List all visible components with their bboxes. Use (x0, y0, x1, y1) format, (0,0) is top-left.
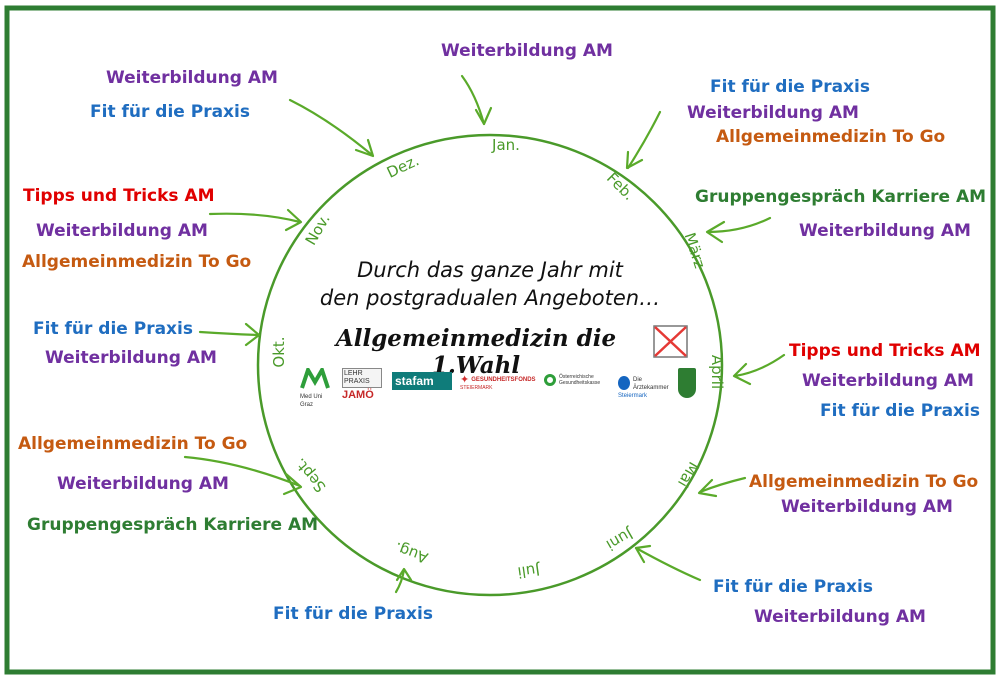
oegk-mark-icon (544, 374, 556, 386)
arrow-jan (460, 74, 486, 126)
gesundheitsfonds-sub: STEIERMARK (460, 385, 493, 391)
sept-item-2: Weiterbildung AM (57, 474, 229, 494)
month-feb: Feb. (603, 169, 638, 204)
month-okt: Okt. (270, 336, 288, 367)
stafam-text: stafam (392, 372, 452, 390)
feb-item-1: Fit für die Praxis (710, 77, 870, 97)
maerz-item-1: Gruppengespräch Karriere AM (695, 187, 987, 207)
month-dez: Dez. (384, 151, 422, 181)
jan-item-1: Weiterbildung AM (441, 41, 613, 61)
outer-frame (4, 5, 996, 675)
ballot-cross-icon (653, 325, 688, 358)
gesundheitsfonds-text: GESUNDHEITSFONDS (471, 377, 536, 383)
lehrpraxis-text: LEHR PRAXIS (342, 368, 382, 388)
sept-item-3: Gruppengespräch Karriere AM (27, 515, 319, 535)
nov-item-2: Weiterbildung AM (36, 221, 208, 241)
april-item-1: Tipps und Tricks AM (789, 341, 981, 361)
month-aug: Aug. (392, 538, 430, 567)
dez-item-2: Fit für die Praxis (90, 102, 250, 122)
arrow-maerz (706, 216, 772, 234)
aek-sub: Steiermark (618, 393, 648, 399)
aug-item-1: Fit für die Praxis (273, 604, 433, 624)
oegk-text: Österreichische Gesundheitskasse (559, 374, 601, 386)
year-ring (256, 133, 724, 597)
april-item-2: Weiterbildung AM (802, 371, 974, 391)
juni-item-1: Fit für die Praxis (713, 577, 873, 597)
arrow-okt (198, 330, 260, 337)
okt-item-1: Fit für die Praxis (33, 319, 193, 339)
steiermark-crest-logo (678, 368, 696, 398)
lehrpraxis-logo: LEHR PRAXIS JAMÖ (342, 368, 382, 402)
arrow-juni (634, 546, 702, 582)
mai-item-2: Weiterbildung AM (781, 497, 953, 517)
juni-item-2: Weiterbildung AM (754, 607, 926, 627)
april-item-3: Fit für die Praxis (820, 401, 980, 421)
month-juli: Juli (516, 560, 542, 581)
month-april: April (708, 355, 726, 389)
gesundheitsfonds-logo: ✦ GESUNDHEITSFONDS STEIERMARK (460, 374, 544, 392)
arrow-dez (288, 98, 374, 157)
meduni-text: Med Uni Graz (300, 394, 323, 408)
aek-text: Die Ärztekammer (633, 377, 669, 391)
arrow-mai (698, 476, 747, 494)
month-maerz: März (681, 230, 709, 270)
arrow-nov (208, 212, 302, 224)
stafam-logo: stafam (392, 372, 452, 390)
red-star-icon: ✦ (460, 374, 470, 386)
feb-item-2: Weiterbildung AM (687, 103, 859, 123)
aek-logo: Die Ärztekammer Steiermark (618, 376, 674, 400)
nov-item-1: Tipps und Tricks AM (23, 186, 215, 206)
okt-item-2: Weiterbildung AM (45, 348, 217, 368)
meduni-mark-icon (300, 365, 330, 389)
sept-item-1: Allgemeinmedizin To Go (18, 434, 248, 454)
arrow-feb (626, 110, 662, 170)
month-jan: Jan. (491, 136, 520, 154)
center-line-2: den postgradualen Angeboten… (319, 286, 661, 310)
arrow-aug (394, 568, 406, 594)
center-slogan: Allgemeinmedizin die 1.Wahl (335, 325, 617, 379)
month-nov: Nov. (302, 211, 334, 248)
oegk-logo: Österreichische Gesundheitskasse (544, 374, 614, 386)
meduni-logo: Med Uni Graz (300, 365, 334, 409)
mai-item-1: Allgemeinmedizin To Go (749, 472, 979, 492)
nov-item-3: Allgemeinmedizin To Go (22, 252, 252, 272)
partner-logos: Med Uni Graz LEHR PRAXIS JAMÖ stafam ✦ G… (298, 365, 698, 408)
month-juni: Juni (603, 524, 637, 554)
arrow-april (733, 353, 786, 378)
center-line-1: Durch das ganze Jahr mit (357, 258, 623, 282)
maerz-item-2: Weiterbildung AM (799, 221, 971, 241)
aek-mark-icon (618, 376, 630, 390)
arrow-sept (183, 455, 302, 488)
dez-item-1: Weiterbildung AM (106, 68, 278, 88)
feb-item-3: Allgemeinmedizin To Go (716, 127, 946, 147)
jamoe-text: JAMÖ (342, 389, 374, 401)
